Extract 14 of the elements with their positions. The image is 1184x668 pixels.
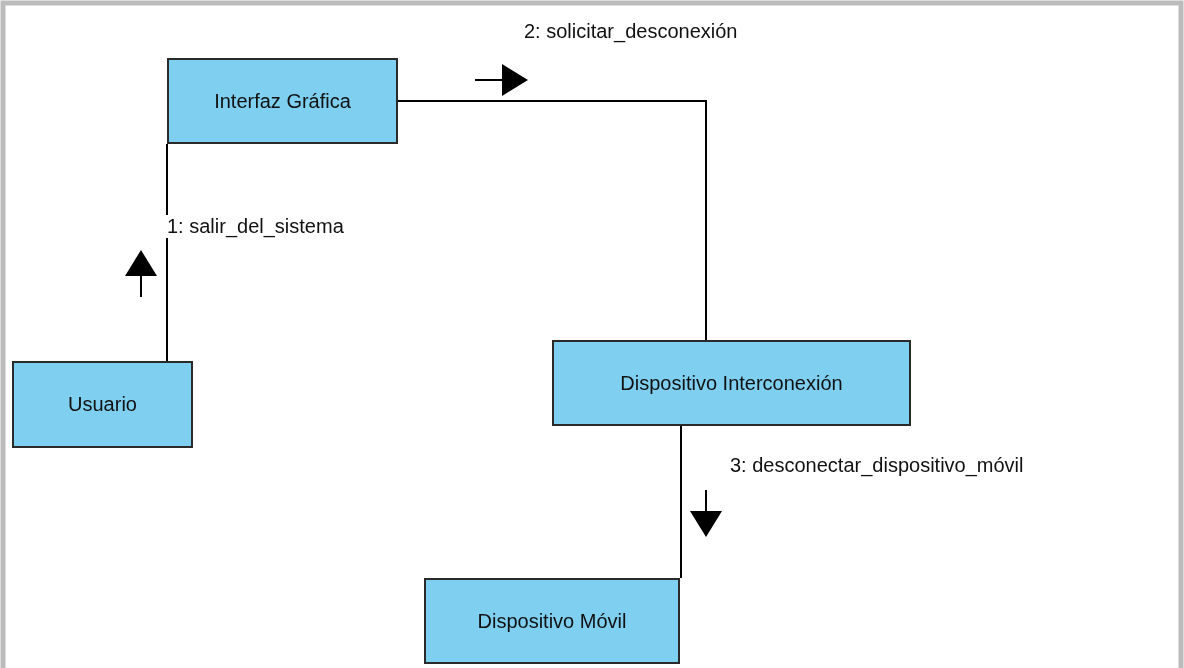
object-box xyxy=(12,361,193,448)
object-name: Usuario xyxy=(68,393,137,416)
object-name: Dispositivo Móvil xyxy=(477,609,627,633)
link-line xyxy=(166,143,168,362)
object-box xyxy=(552,340,911,426)
message-label: 2: solicitar_desconexión xyxy=(522,20,740,43)
object-name: Interfaz Gráfica xyxy=(214,89,351,113)
message-label: 1: salir_del_sistema xyxy=(165,215,346,238)
link-line xyxy=(397,100,707,341)
object-box xyxy=(424,578,680,664)
object-box xyxy=(167,58,398,144)
object-name: Dispositivo Interconexión xyxy=(620,371,843,395)
link-line xyxy=(680,425,682,579)
message-label: 3: desconectar_dispositivo_móvil xyxy=(728,454,1026,477)
